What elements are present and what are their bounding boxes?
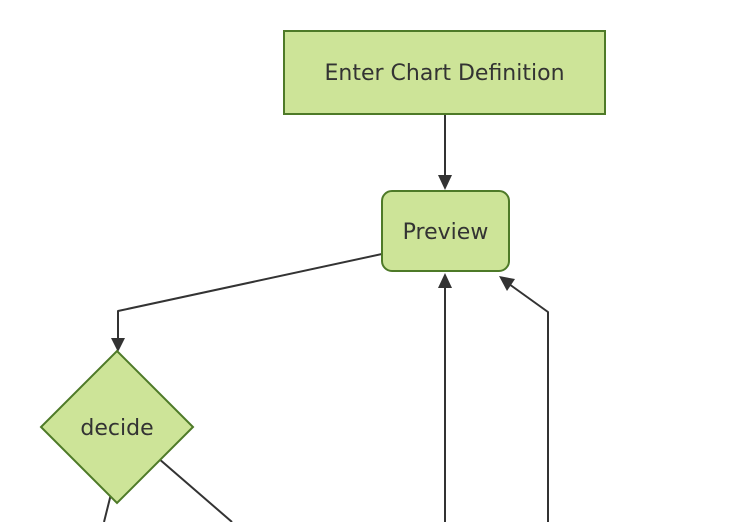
edge-bottom-to-preview-arrowhead [438, 273, 452, 288]
edge-decide-to-offscreen-left [103, 493, 112, 522]
node-decide-label: decide [80, 416, 153, 441]
edge-enter-to-preview-arrowhead [438, 175, 452, 190]
edge-preview-to-decide-arrowhead [111, 338, 125, 352]
node-preview: Preview [381, 190, 510, 272]
edge-preview-to-decide [117, 253, 383, 339]
edge-bottom-right-to-preview [508, 283, 549, 522]
edge-bottom-right-to-preview-arrowhead [499, 276, 515, 291]
node-enter-chart-definition-shape [283, 30, 606, 115]
node-preview-label: Preview [403, 220, 489, 245]
node-enter-chart-definition-label: Enter Chart Definition [324, 61, 564, 86]
node-decide-shape [39, 349, 195, 505]
edge-group [103, 114, 549, 522]
edge-decide-to-offscreen-right [157, 457, 233, 522]
node-decide: decide [39, 349, 195, 505]
node-enter-chart-definition: Enter Chart Definition [283, 30, 606, 115]
node-preview-shape [381, 190, 510, 272]
